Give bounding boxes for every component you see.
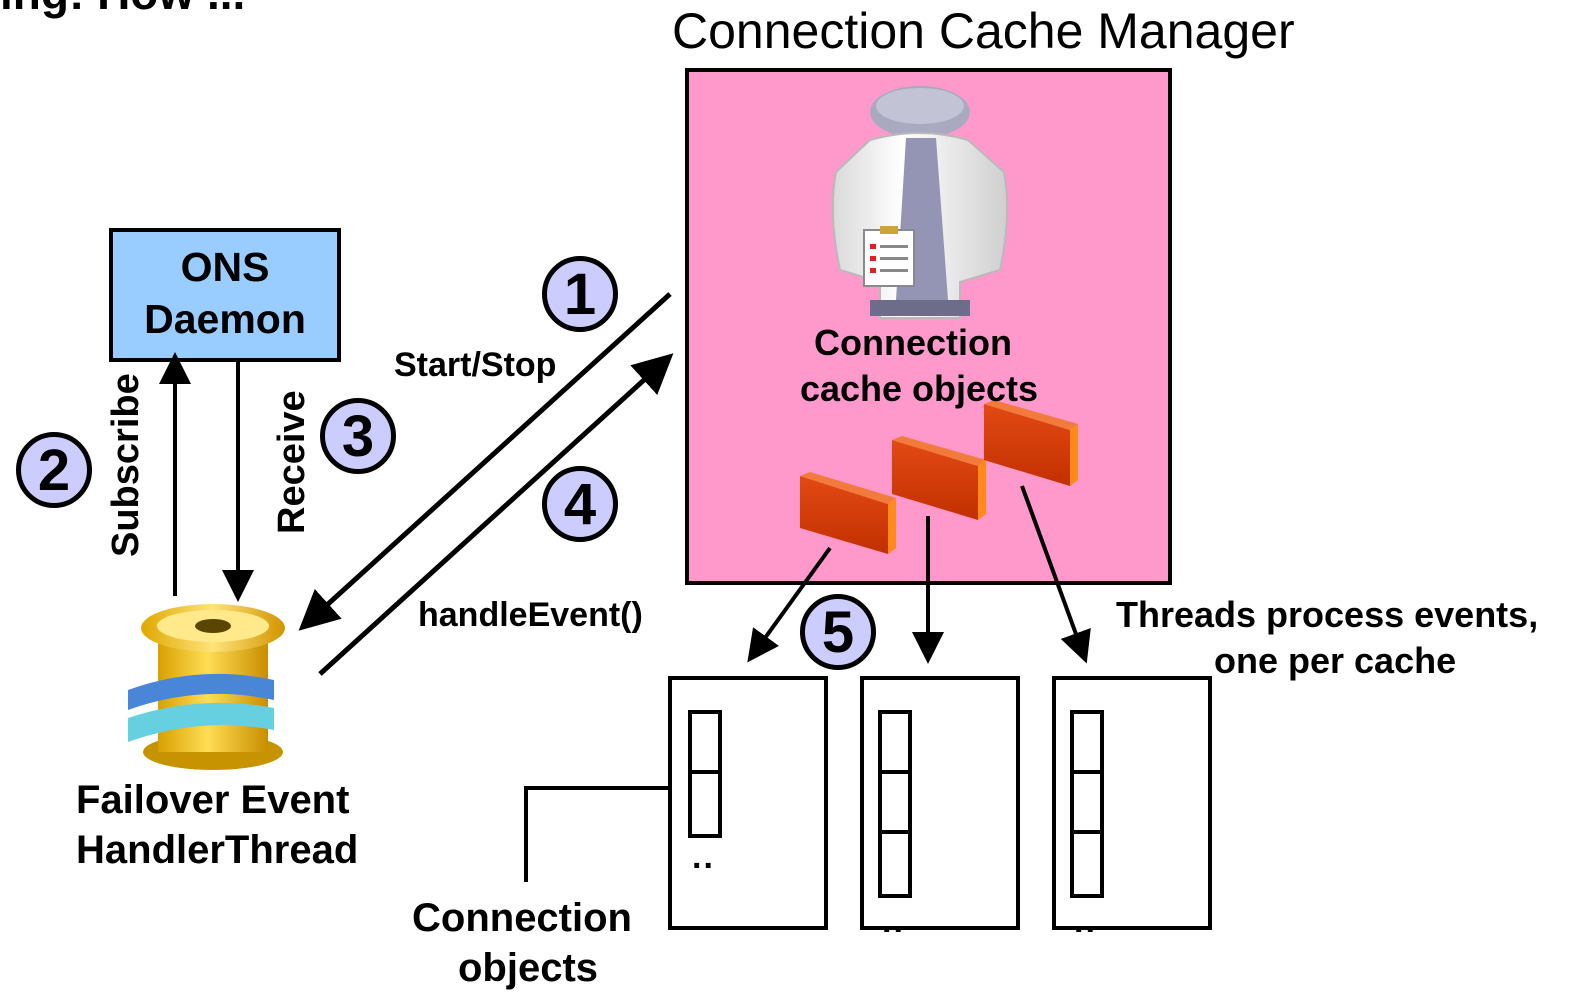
step-2-badge: 2 — [16, 432, 92, 508]
ons-label-line2: Daemon — [144, 296, 306, 342]
cache-object-brick-1 — [800, 472, 896, 554]
connection-slot — [1074, 834, 1100, 894]
cache-objects-label-line1: Connection — [814, 322, 1012, 363]
connection-slot — [882, 714, 908, 774]
more-connections-ellipsis: .. — [1074, 902, 1097, 940]
connection-stack-1 — [688, 710, 722, 838]
connection-slot — [1074, 774, 1100, 834]
cache-box-2: .. — [860, 676, 1020, 940]
spool-thread-icon — [128, 604, 285, 770]
connection-slot — [1074, 714, 1100, 774]
thread-arrow-3 — [1020, 485, 1091, 664]
cache-object-brick-3 — [984, 400, 1078, 486]
connection-objects-pointer — [524, 786, 686, 882]
step-3-badge: 3 — [320, 398, 396, 474]
start-stop-label: Start/Stop — [394, 346, 557, 384]
failover-label-line2: HandlerThread — [76, 828, 359, 872]
subscribe-label: Subscribe — [105, 373, 147, 557]
slide-title-cutoff: ing: How ... — [0, 0, 245, 20]
failover-label-line1: Failover Event — [76, 778, 350, 822]
threads-label-line2: one per cache — [1214, 640, 1457, 681]
handle-event-arrow — [318, 353, 674, 676]
start-stop-arrow — [298, 292, 672, 631]
connection-stack-2 — [878, 710, 912, 898]
cache-objects-label-line2: cache objects — [799, 368, 1039, 409]
more-connections-ellipsis: .. — [882, 902, 905, 940]
cache-box-3: .. — [1052, 676, 1212, 940]
more-connections-ellipsis: .. — [692, 838, 715, 876]
handle-event-label: handleEvent() — [418, 596, 643, 634]
thread-arrow-1 — [747, 546, 832, 663]
connection-objects-label-line2: objects — [457, 946, 599, 990]
connection-slot — [692, 774, 718, 834]
manager-title: Connection Cache Manager — [672, 3, 1295, 59]
cache-box-1: .. — [668, 676, 828, 930]
connection-objects-label-line1: Connection — [412, 896, 632, 940]
connection-stack-3 — [1070, 710, 1104, 898]
person-with-clipboard-icon — [831, 86, 1009, 319]
ons-label-line1: ONS — [180, 244, 270, 290]
receive-label: Receive — [271, 390, 313, 534]
connection-slot — [882, 834, 908, 894]
cache-object-brick-2 — [892, 436, 986, 520]
step-5-badge: 5 — [800, 594, 876, 670]
step-1-badge: 1 — [542, 256, 618, 332]
connection-slot — [882, 774, 908, 834]
connection-slot — [692, 714, 718, 774]
threads-label-line1: Threads process events, — [1116, 594, 1539, 635]
step-4-badge: 4 — [542, 466, 618, 542]
ons-daemon-box: ONS Daemon — [109, 228, 341, 362]
